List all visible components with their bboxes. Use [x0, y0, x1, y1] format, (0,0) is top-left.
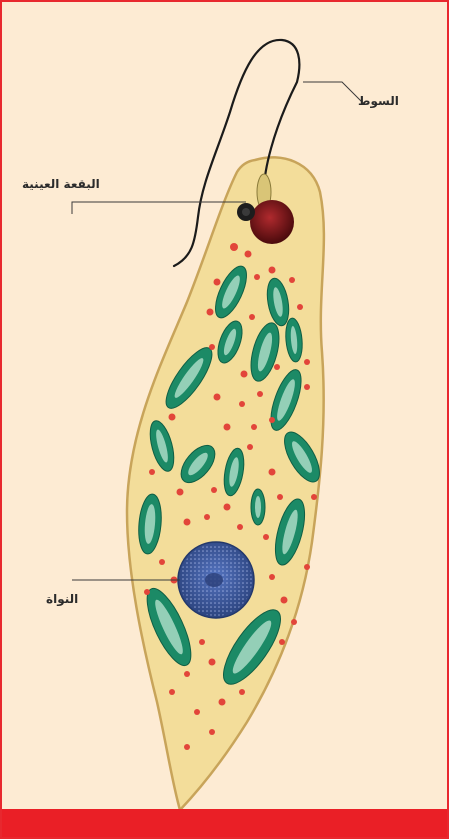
- eyespot-label: البقعة العينية: [22, 177, 100, 191]
- bottom-bar: [2, 809, 447, 837]
- flagellum-label: السوط: [358, 94, 399, 108]
- nucleus-label: النواة: [46, 592, 78, 606]
- nucleus: [178, 542, 254, 618]
- flagellum-leader: [303, 82, 362, 102]
- eyespot: [250, 200, 294, 244]
